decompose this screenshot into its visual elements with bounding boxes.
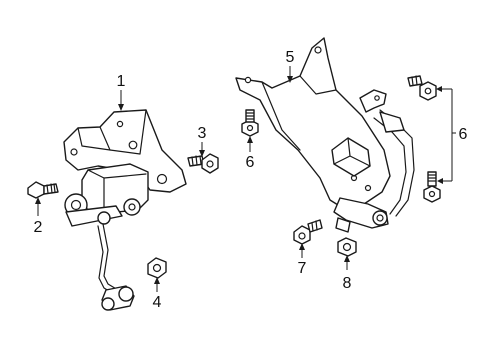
sensor-assembly-rear [235, 37, 415, 233]
callout-2: 2 [34, 219, 43, 236]
callout-6-center: 6 [246, 154, 255, 171]
bolt-3 [187, 153, 219, 174]
bolt-6-upper-right [407, 75, 437, 101]
callout-3: 3 [198, 125, 207, 142]
sensor-assembly-front [63, 109, 187, 311]
callout-4: 4 [153, 294, 162, 311]
callout-5: 5 [286, 49, 295, 66]
bolt-6-center [241, 109, 259, 137]
bolt-2 [27, 181, 59, 199]
nut-8 [337, 237, 357, 257]
leader-lines [35, 66, 456, 292]
callout-6-right: 6 [459, 126, 468, 143]
bolt-7 [293, 219, 323, 245]
nut-4 [147, 257, 167, 279]
callout-7: 7 [298, 260, 307, 277]
callout-1: 1 [117, 73, 126, 90]
callout-8: 8 [343, 275, 352, 292]
bolt-6-lower-right [423, 171, 441, 203]
